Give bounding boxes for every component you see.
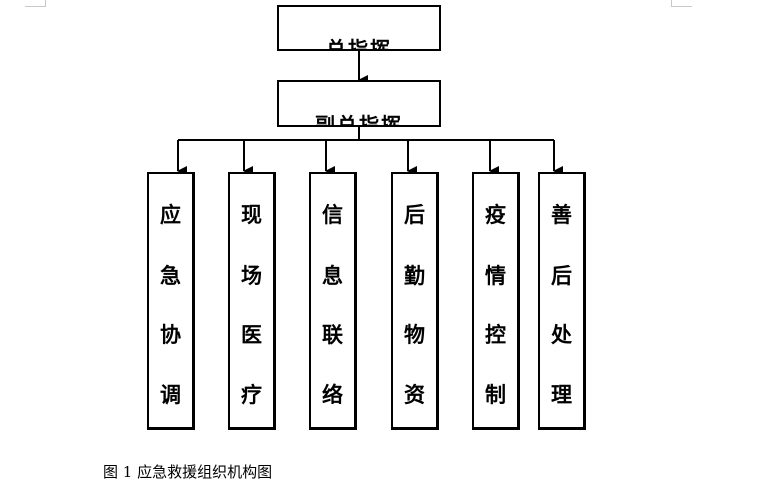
deputy-commander-box: 副总指挥 <box>277 80 441 127</box>
department-label-char: 急 <box>160 264 181 288</box>
department-label-char: 调 <box>160 383 181 407</box>
department-label-char: 后 <box>404 203 425 227</box>
page-corner-mark-left <box>25 0 46 7</box>
deputy-commander-label: 副总指挥 <box>315 113 403 127</box>
figure-caption: 图 1 应急救援组织机构图 <box>103 463 273 481</box>
department-box-6: 善后处理 <box>538 172 586 430</box>
department-label-char: 协 <box>160 323 181 347</box>
department-box-2: 现场医疗 <box>228 172 276 430</box>
department-label-char: 信 <box>322 203 343 227</box>
department-label-char: 联 <box>322 323 343 347</box>
department-label-char: 勤 <box>404 264 425 288</box>
department-box-3: 信息联络 <box>309 172 357 430</box>
department-box-1: 应急协调 <box>147 172 195 430</box>
department-label-char: 善 <box>551 203 572 227</box>
department-label-char: 疫 <box>485 203 506 227</box>
department-label-char: 制 <box>485 383 506 407</box>
department-branch-connectors <box>177 140 563 176</box>
department-label-char: 应 <box>160 203 181 227</box>
department-label-char: 医 <box>241 323 262 347</box>
department-label-char: 理 <box>551 383 572 407</box>
department-label-char: 现 <box>241 203 262 227</box>
department-label-char: 资 <box>404 383 425 407</box>
page-corner-mark-right <box>671 0 692 7</box>
department-label-char: 控 <box>485 323 506 347</box>
department-label-char: 处 <box>551 323 572 347</box>
top-commander-label: 总指挥 <box>326 37 392 51</box>
department-label-char: 息 <box>322 264 343 288</box>
top-commander-box: 总指挥 <box>277 5 441 51</box>
department-label-char: 情 <box>485 264 506 288</box>
department-label-char: 场 <box>241 264 262 288</box>
department-label-char: 络 <box>322 383 343 407</box>
department-box-4: 后勤物资 <box>391 172 439 430</box>
department-label-char: 疗 <box>241 383 262 407</box>
department-box-5: 疫情控制 <box>472 172 520 430</box>
department-label-char: 物 <box>404 323 425 347</box>
department-label-char: 后 <box>551 264 572 288</box>
